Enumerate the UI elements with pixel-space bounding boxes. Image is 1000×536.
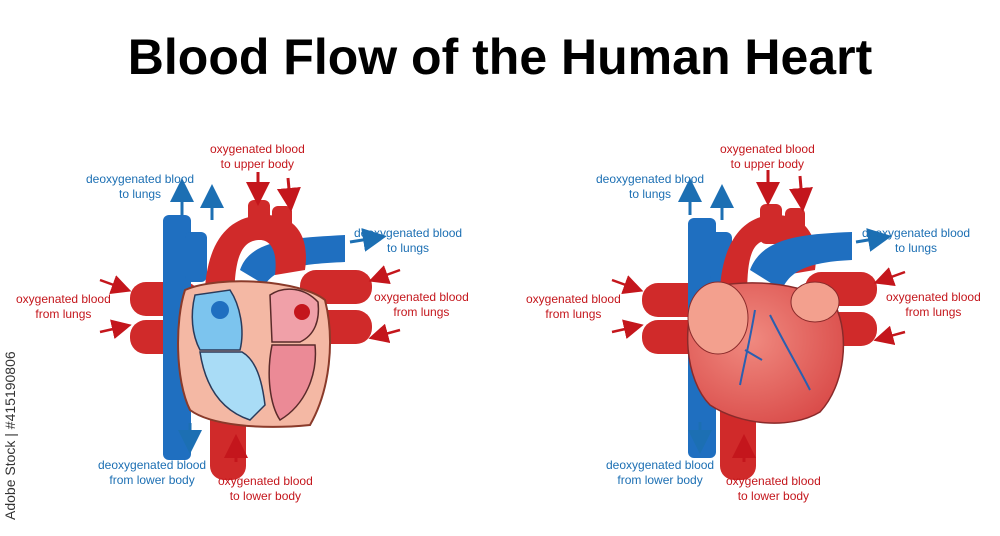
vena-cava: [163, 215, 191, 460]
right-atrium: [191, 289, 243, 351]
arrow-oxy-from-lungs-left: [99, 275, 132, 294]
page-title: Blood Flow of the Human Heart: [127, 29, 873, 85]
heart-cross-section-diagram: [99, 172, 401, 480]
pulmonary-artery: [750, 232, 852, 290]
coronary-vessels: [739, 309, 811, 391]
left-atrium: [269, 288, 320, 343]
left-ventricle: [268, 344, 317, 422]
arrow-oxy-from-lungs-right: [368, 265, 401, 284]
left-atrium: [790, 281, 840, 323]
right-atrium: [687, 281, 749, 355]
right-ventricle: [199, 351, 266, 421]
heart-external-diagram: [611, 170, 906, 480]
arrow-deoxy-to-lungs-right: [349, 228, 387, 252]
